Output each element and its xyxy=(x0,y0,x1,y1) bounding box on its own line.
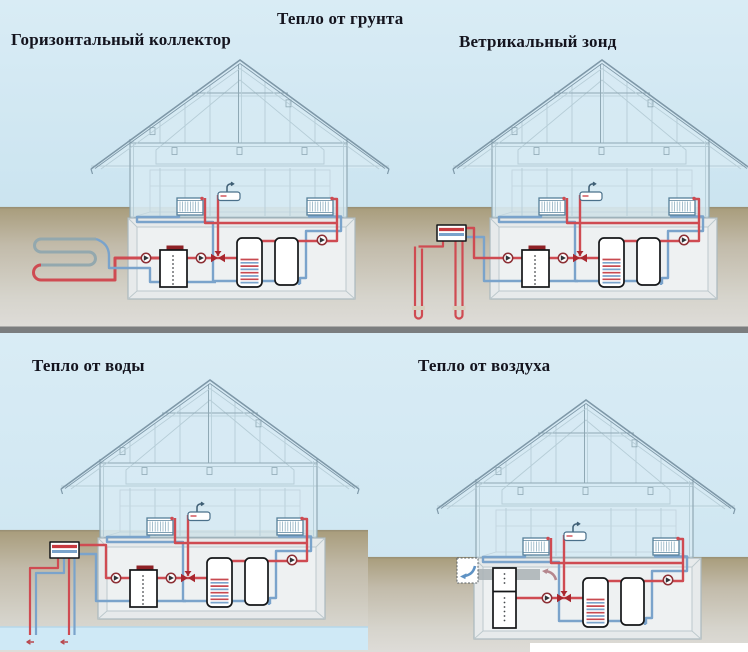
collector-box xyxy=(436,224,467,242)
circulation-pump xyxy=(195,252,207,264)
dhw-tank xyxy=(244,557,269,606)
circulation-pump xyxy=(662,574,674,586)
air-intake-vent-icon xyxy=(456,557,479,584)
radiator xyxy=(522,536,550,556)
three-way-valve xyxy=(181,571,195,583)
ground-coil xyxy=(32,237,216,284)
heat-pump xyxy=(129,565,158,608)
circulation-pump xyxy=(286,554,298,566)
radiator xyxy=(276,516,304,536)
sink-faucet xyxy=(579,181,603,202)
three-way-valve xyxy=(211,251,225,263)
white-strip xyxy=(530,643,748,652)
dhw-tank xyxy=(274,237,299,286)
circulation-pump xyxy=(678,234,690,246)
water-band xyxy=(0,627,368,650)
panel-label-vertical-probe: Ветрикальный зонд xyxy=(459,32,617,51)
circulation-pump xyxy=(316,234,328,246)
three-way-valve xyxy=(573,251,587,263)
radiator xyxy=(176,196,204,216)
buffer-tank xyxy=(206,557,233,608)
panel-label-water: Тепло от воды xyxy=(32,356,145,375)
panel-label-horizontal-collector: Горизонтальный коллектор xyxy=(11,30,232,49)
house-air xyxy=(436,398,736,640)
house-horizontal-collector xyxy=(32,58,390,300)
air-duct xyxy=(477,569,493,580)
radiator xyxy=(668,196,696,216)
circulation-pump xyxy=(110,572,122,584)
water-collector xyxy=(26,541,186,645)
heat-pump xyxy=(492,567,517,629)
dhw-tank xyxy=(636,237,661,286)
radiator xyxy=(538,196,566,216)
three-way-valve xyxy=(557,591,571,603)
air-duct xyxy=(516,569,540,580)
buffer-tank xyxy=(236,237,263,288)
sink-faucet xyxy=(217,181,241,202)
dhw-tank xyxy=(620,577,645,626)
circulation-pump xyxy=(502,252,514,264)
circulation-pump xyxy=(541,592,553,604)
radiator xyxy=(146,516,174,536)
circulation-pump xyxy=(140,252,152,264)
heat-pump xyxy=(159,245,188,288)
circulation-pump xyxy=(165,572,177,584)
buffer-tank xyxy=(582,577,609,628)
heat-pump xyxy=(521,245,550,288)
circulation-pump xyxy=(557,252,569,264)
divider-bar xyxy=(0,326,748,333)
house-vertical-probe xyxy=(412,58,748,320)
air-intake xyxy=(456,557,558,584)
sink-faucet xyxy=(563,521,587,542)
diagram-title: Тепло от грунта xyxy=(277,9,404,28)
radiator xyxy=(652,536,680,556)
radiator xyxy=(306,196,334,216)
sink-faucet xyxy=(187,501,211,522)
buffer-tank xyxy=(598,237,625,288)
collector-box xyxy=(49,541,80,559)
house-water xyxy=(26,378,360,645)
panel-label-air: Тепло от воздуха xyxy=(418,356,551,375)
